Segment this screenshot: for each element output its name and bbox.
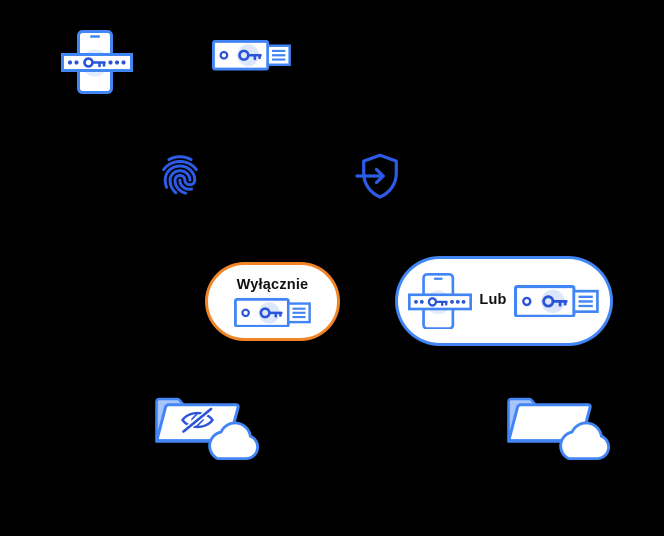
- shield-sign-in-icon: [355, 153, 398, 199]
- eye-slash: [182, 407, 213, 433]
- phone-speaker: [90, 35, 100, 38]
- passkey-dots: [414, 299, 466, 304]
- cloud-icon: [559, 421, 611, 461]
- folder-hidden-eye-icon: [155, 397, 240, 443]
- key-glyph: [259, 306, 283, 318]
- fingerprint-ridges: [162, 155, 198, 195]
- key-glyph: [238, 49, 262, 61]
- passkey-dots: [67, 60, 126, 65]
- or-badge-label: Lub: [479, 292, 507, 309]
- usb-connector: [286, 301, 311, 323]
- phone-with-security-key-icon: [61, 30, 133, 94]
- usb-security-key-icon: [233, 297, 311, 328]
- hidden-eye-icon: [180, 406, 214, 435]
- usb-connector: [266, 44, 291, 67]
- exclusive-badge-label: Wyłącznie: [236, 276, 309, 293]
- key-glyph: [83, 57, 106, 68]
- or-badge: Lub: [395, 256, 613, 346]
- key-glyph: [428, 296, 449, 307]
- usb-security-key-icon: [212, 40, 291, 71]
- usb-security-key-icon: [513, 284, 599, 318]
- usb-connector: [572, 289, 599, 313]
- key-glyph: [541, 294, 568, 308]
- phone-with-security-key-icon: [408, 272, 473, 330]
- arrow-right: [355, 167, 385, 185]
- fingerprint-icon: [162, 155, 198, 195]
- cloud-icon: [208, 421, 260, 461]
- exclusive-badge: Wyłącznie: [205, 262, 340, 341]
- key-button: [219, 50, 229, 60]
